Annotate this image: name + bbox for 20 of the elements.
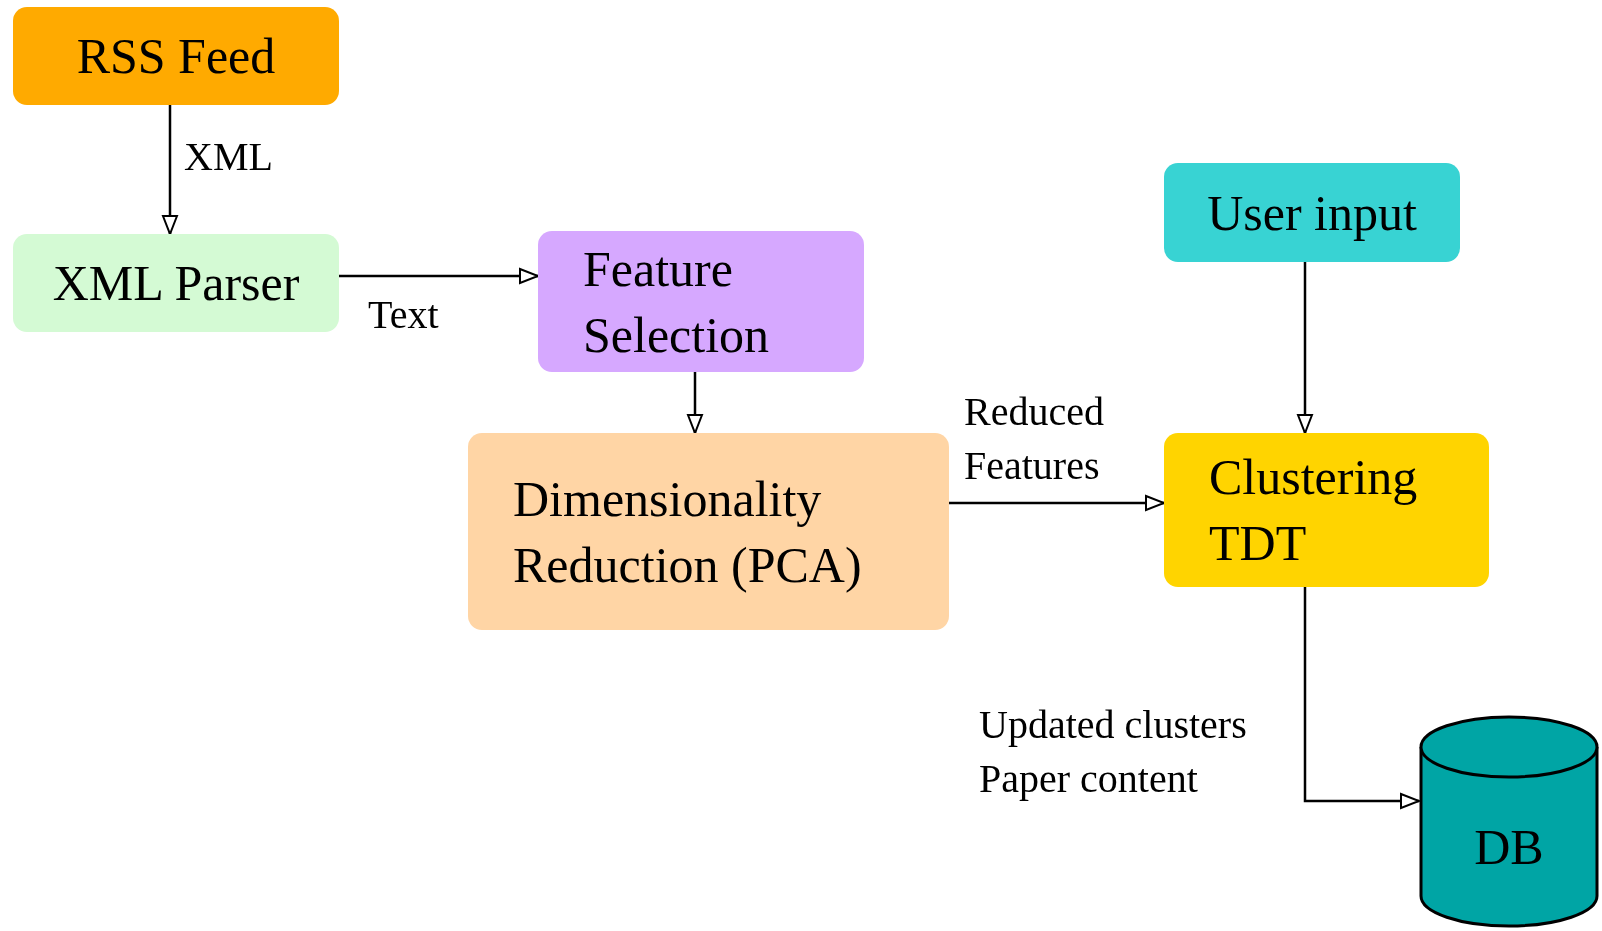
node-label: XML Parser <box>52 254 300 313</box>
node-label: DB <box>1474 817 1544 877</box>
process-box <box>1164 163 1460 262</box>
node-label: Dimensionality Reduction (PCA) <box>513 469 863 595</box>
arrow <box>162 105 178 235</box>
node-label: User input <box>1207 183 1417 243</box>
node-label: RSS Feed <box>76 27 276 86</box>
arrow <box>687 372 703 434</box>
node-label: Clustering TDT <box>1209 448 1419 573</box>
arrow <box>339 268 539 284</box>
process-box <box>13 234 339 332</box>
process-box <box>13 7 339 105</box>
database-cylinder <box>1419 715 1599 928</box>
arrow <box>1297 262 1313 434</box>
node-label: Feature Selection <box>583 239 771 365</box>
process-box <box>1164 433 1489 587</box>
arrow <box>949 495 1165 511</box>
process-box <box>468 433 949 630</box>
process-box <box>538 231 864 372</box>
arrow <box>1303 587 1420 809</box>
